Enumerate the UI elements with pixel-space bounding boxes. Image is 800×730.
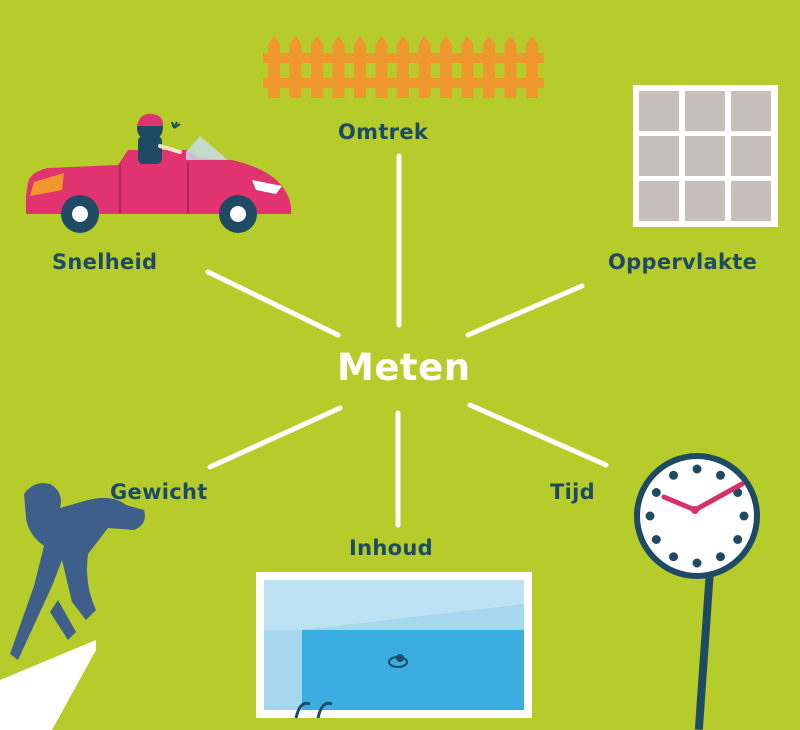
topic-gewicht: Gewicht	[110, 480, 208, 504]
fence-icon	[263, 36, 544, 98]
clock-icon	[634, 453, 760, 730]
topic-tijd: Tijd	[550, 480, 595, 504]
topic-inhoud: Inhoud	[349, 536, 433, 560]
pool-icon	[256, 572, 532, 719]
topic-oppervlakte: Oppervlakte	[608, 250, 758, 274]
topic-snelheid: Snelheid	[52, 250, 158, 274]
spoke-oppervlakte	[465, 283, 585, 338]
spoke-snelheid	[205, 269, 341, 338]
topic-omtrek: Omtrek	[338, 120, 429, 144]
discus-thrower-icon	[0, 483, 145, 730]
tiles-icon	[633, 85, 778, 227]
center-label: Meten	[337, 346, 471, 389]
spoke-tijd	[467, 402, 609, 468]
spokes	[205, 153, 609, 528]
spoke-gewicht	[207, 405, 343, 470]
car-icon	[26, 113, 291, 233]
